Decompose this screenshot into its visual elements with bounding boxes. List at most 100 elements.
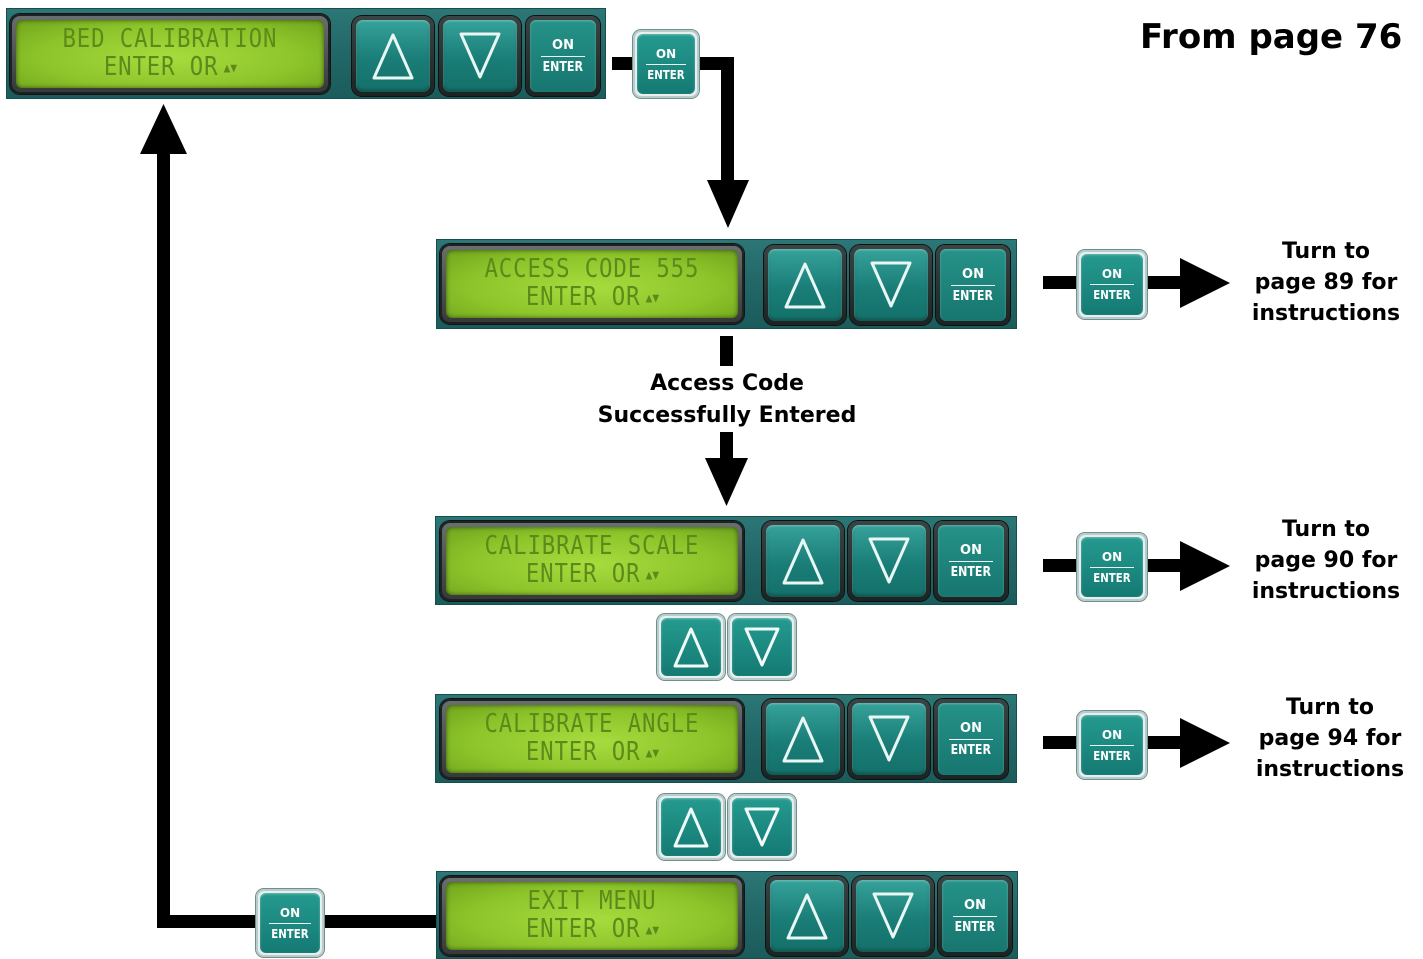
up-down-symbol: ▲▼ <box>645 291 659 306</box>
down-button-face <box>854 249 928 321</box>
lcd-display: BED CALIBRATION ENTER OR▲▼ <box>10 14 330 94</box>
on-enter-button[interactable]: ON ENTER <box>934 699 1008 779</box>
lcd-display: ACCESS CODE 555 ENTER OR▲▼ <box>440 244 744 324</box>
down-button[interactable] <box>852 876 934 956</box>
down-triangle-icon <box>870 261 912 308</box>
on-enter-key[interactable]: ON ENTER <box>1077 250 1147 319</box>
flow-line <box>721 57 734 182</box>
on-enter-face: ON ENTER <box>938 525 1004 597</box>
up-button-face <box>766 525 840 597</box>
down-triangle-icon <box>868 715 910 762</box>
lcd-line-2-text: ENTER OR <box>525 559 640 589</box>
instruction-note-page-90: Turn to page 90 for instructions <box>1241 514 1411 607</box>
down-button[interactable] <box>439 16 521 96</box>
on-enter-button[interactable]: ON ENTER <box>526 16 600 96</box>
on-enter-key[interactable]: ON ENTER <box>1077 711 1147 779</box>
right-arrow-icon <box>1180 718 1230 768</box>
up-button-face <box>770 880 844 952</box>
on-enter-key[interactable]: ON ENTER <box>256 889 324 957</box>
up-triangle-icon <box>782 538 824 585</box>
flow-line <box>720 336 733 366</box>
enter-label: ENTER <box>1093 748 1131 763</box>
note-line: page 90 for <box>1254 548 1398 573</box>
up-button[interactable] <box>766 876 848 956</box>
divider <box>948 738 994 740</box>
on-enter-button[interactable]: ON ENTER <box>934 521 1008 601</box>
flow-line <box>720 432 733 460</box>
up-key[interactable] <box>657 614 725 680</box>
down-button-face <box>856 880 930 952</box>
up-triangle-icon <box>673 627 709 668</box>
down-triangle-icon <box>744 807 780 847</box>
on-enter-button[interactable]: ON ENTER <box>936 245 1010 325</box>
lcd-screen: EXIT MENU ENTER OR▲▼ <box>446 882 738 950</box>
lcd-screen: BED CALIBRATION ENTER OR▲▼ <box>16 20 324 88</box>
up-button[interactable] <box>762 699 844 779</box>
flow-line <box>1043 559 1079 572</box>
on-label: ON <box>1101 267 1123 281</box>
caption-line-1: Access Code <box>650 371 804 396</box>
note-line: page 89 for <box>1254 270 1398 295</box>
down-button[interactable] <box>848 521 930 601</box>
enter-label: ENTER <box>542 59 584 75</box>
lcd-line-1: CALIBRATE SCALE <box>484 531 700 561</box>
on-enter-button[interactable]: ON ENTER <box>938 876 1012 956</box>
on-enter-face: ON ENTER <box>940 249 1006 321</box>
down-arrow-icon <box>707 180 749 228</box>
up-button[interactable] <box>764 245 846 325</box>
divider <box>645 63 687 65</box>
on-enter-key-face: ON ENTER <box>637 34 695 94</box>
on-enter-key[interactable]: ON ENTER <box>1077 533 1147 601</box>
divider <box>1090 744 1134 746</box>
panel-calibrate-scale: CALIBRATE SCALE ENTER OR▲▼ ON ENTER <box>435 516 1017 605</box>
enter-label: ENTER <box>950 564 992 580</box>
on-label: ON <box>964 897 986 913</box>
lcd-line-2: ENTER OR ▲▼ <box>525 283 658 313</box>
down-key[interactable] <box>728 614 796 680</box>
on-label: ON <box>552 37 574 53</box>
lcd-line-1: EXIT MENU <box>527 886 657 916</box>
up-key[interactable] <box>657 794 725 860</box>
note-line: instructions <box>1251 579 1401 604</box>
up-triangle-icon <box>786 893 828 940</box>
up-down-symbol: ▲▼ <box>645 746 659 761</box>
lcd-line-2-text: ENTER OR <box>525 282 640 312</box>
lcd-screen: CALIBRATE SCALE ENTER OR▲▼ <box>446 527 738 595</box>
up-button-face <box>356 20 430 92</box>
instruction-note-page-94: Turn to page 94 for instructions <box>1245 692 1415 785</box>
caption-line-2: Successfully Entered <box>597 403 857 428</box>
lcd-line-2-text: ENTER OR <box>525 737 640 767</box>
on-label: ON <box>1101 727 1123 742</box>
down-button-face <box>852 525 926 597</box>
down-button[interactable] <box>850 245 932 325</box>
enter-label: ENTER <box>954 919 996 935</box>
flow-line <box>1043 276 1079 289</box>
down-button-face <box>852 703 926 775</box>
divider <box>952 915 998 917</box>
up-button[interactable] <box>352 16 434 96</box>
enter-label: ENTER <box>952 288 994 304</box>
up-down-symbol: ▲▼ <box>223 61 237 76</box>
on-label: ON <box>960 542 982 558</box>
enter-label: ENTER <box>1093 570 1131 585</box>
up-arrow-icon <box>140 104 187 154</box>
lcd-display: CALIBRATE SCALE ENTER OR▲▼ <box>440 521 744 601</box>
divider <box>540 55 586 57</box>
up-button[interactable] <box>762 521 844 601</box>
up-triangle-icon <box>784 262 826 309</box>
note-line: instructions <box>1255 757 1405 782</box>
on-label: ON <box>1101 549 1123 564</box>
lcd-line-2: ENTER OR▲▼ <box>103 53 236 83</box>
down-button-face <box>443 20 517 92</box>
on-enter-face: ON ENTER <box>942 880 1008 952</box>
down-key[interactable] <box>728 794 796 860</box>
divider <box>1090 284 1134 285</box>
down-button[interactable] <box>848 699 930 779</box>
on-label: ON <box>962 266 984 282</box>
on-enter-key[interactable]: ON ENTER <box>633 30 699 98</box>
lcd-line-1: BED CALIBRATION <box>62 24 278 54</box>
flow-line <box>325 915 437 928</box>
on-label: ON <box>960 720 982 736</box>
down-arrow-icon <box>705 458 748 506</box>
up-triangle-icon <box>372 33 414 80</box>
